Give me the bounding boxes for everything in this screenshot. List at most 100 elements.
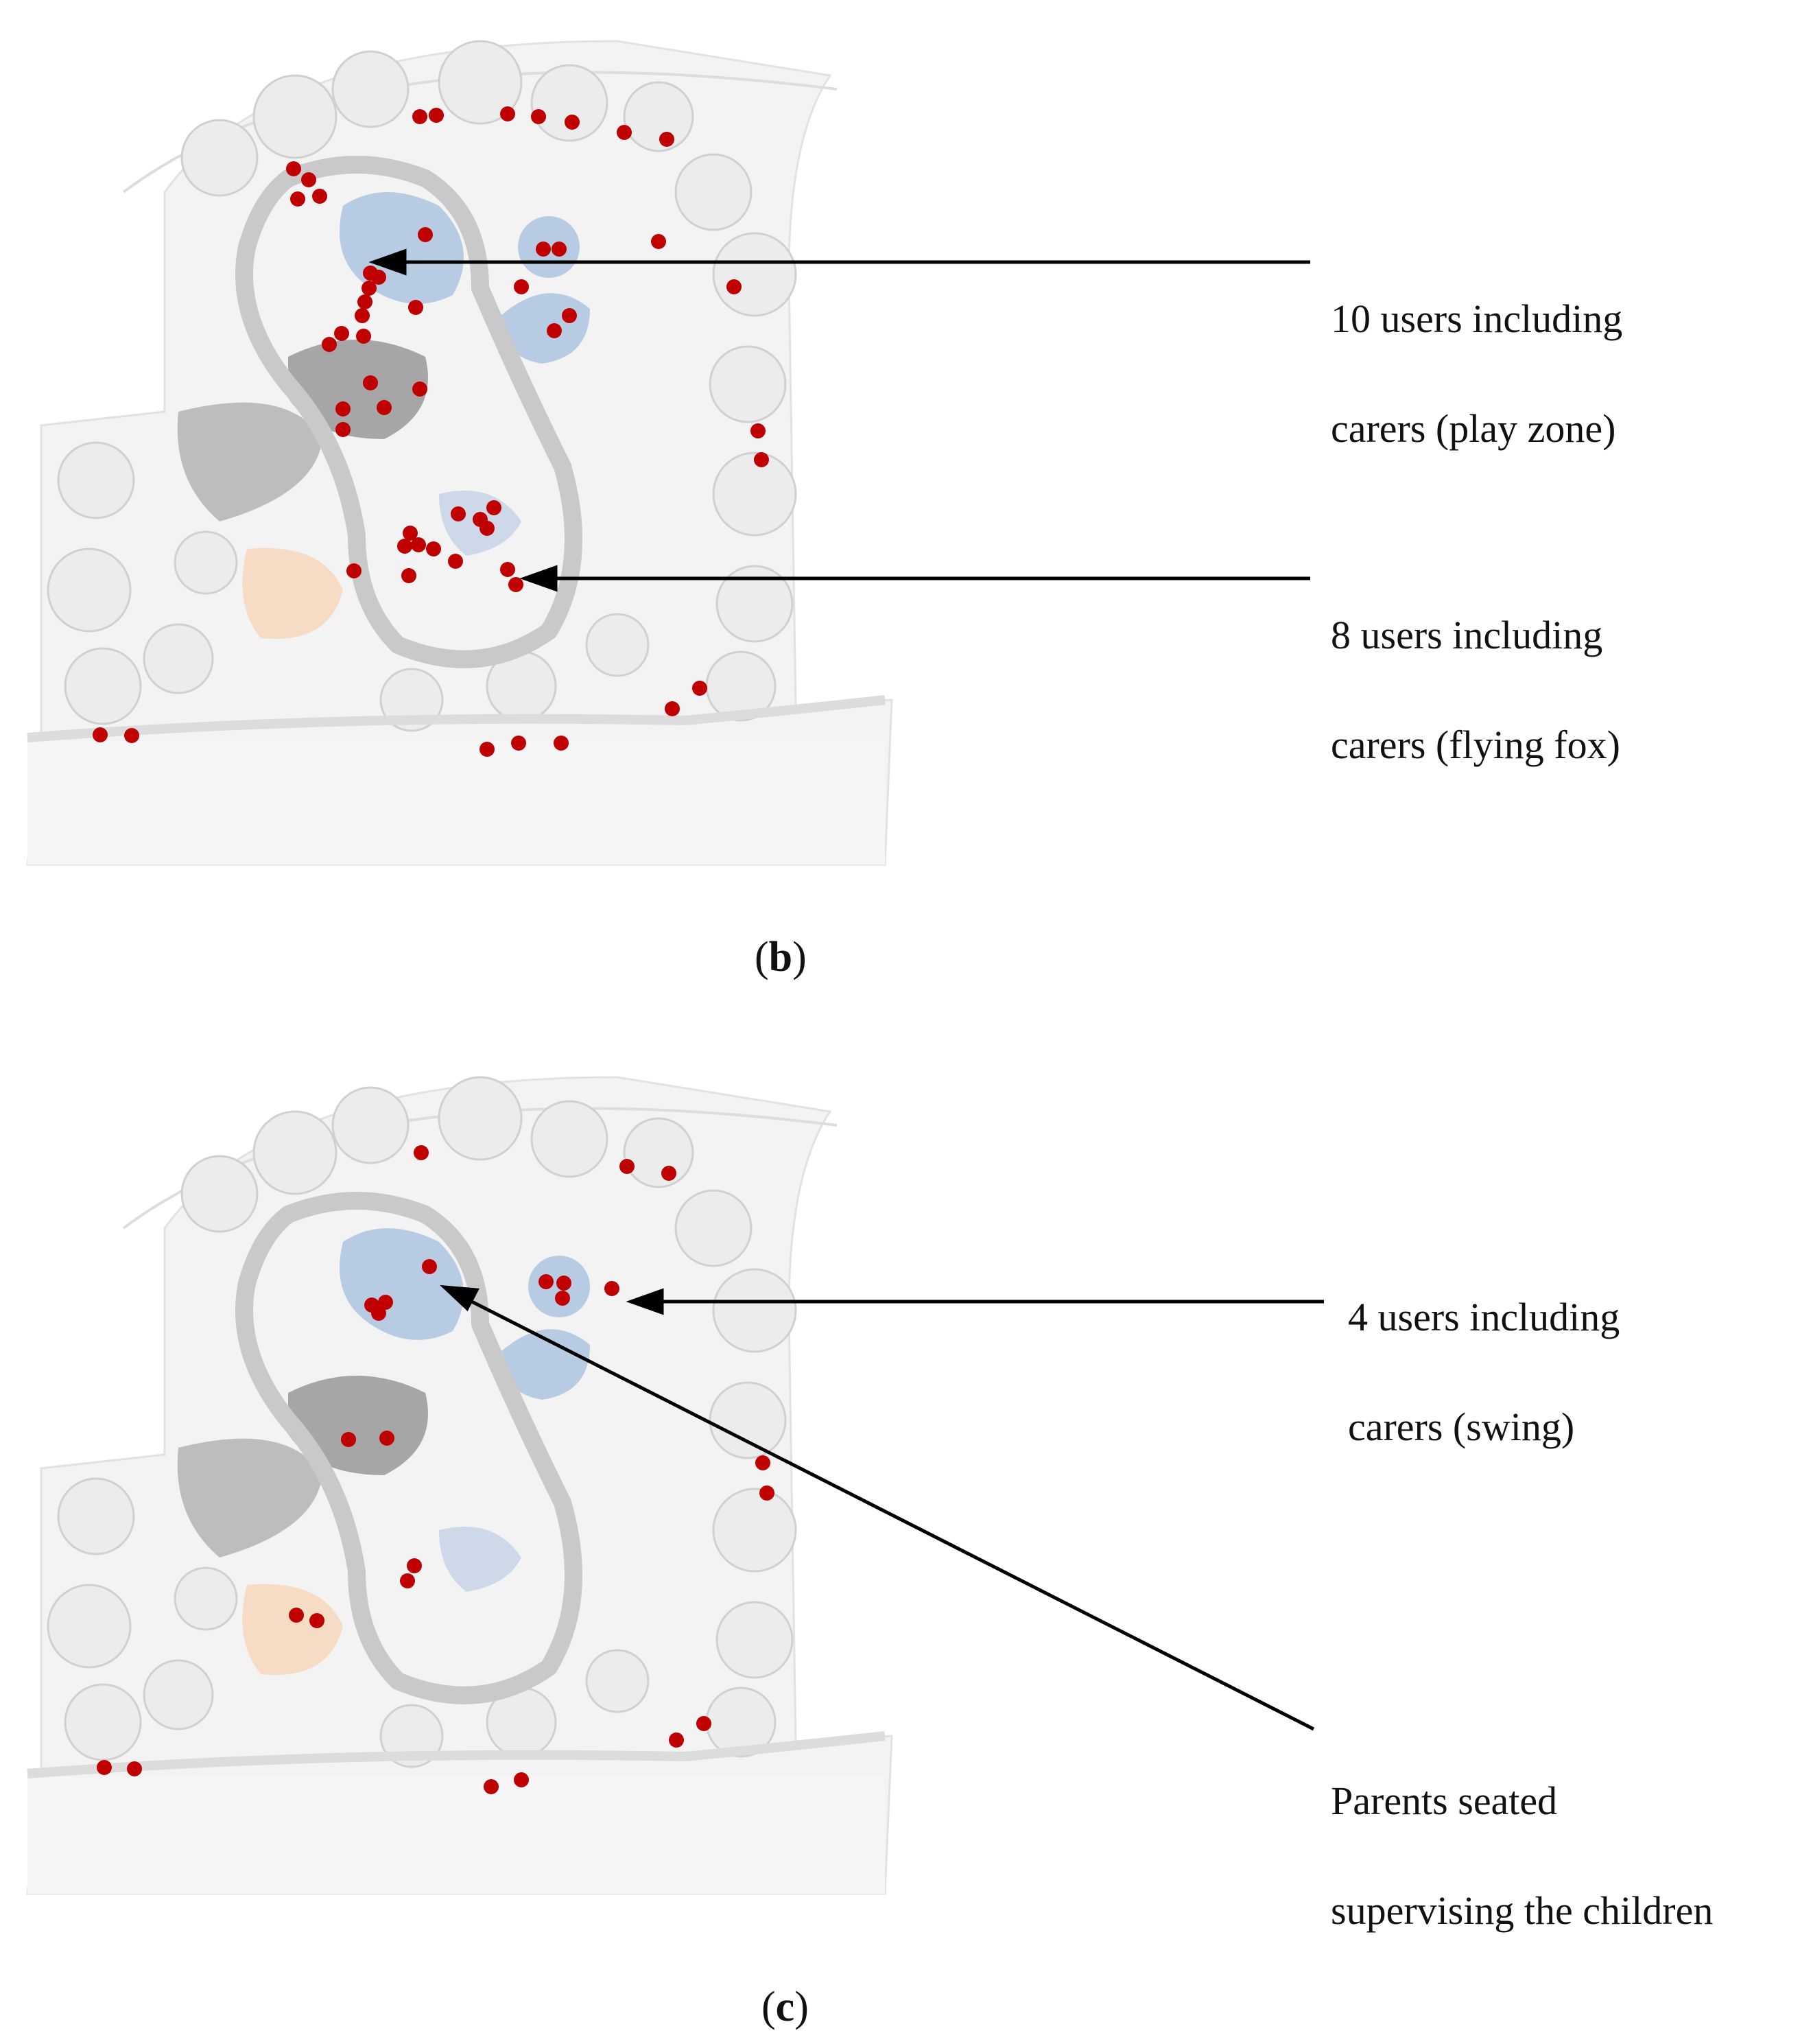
lawn-strip bbox=[27, 741, 885, 865]
caption-b: (b) bbox=[755, 934, 807, 980]
user-marker bbox=[414, 1145, 429, 1160]
user-marker bbox=[617, 125, 632, 140]
user-marker bbox=[371, 1306, 386, 1321]
user-marker bbox=[378, 1295, 393, 1310]
user-marker bbox=[335, 422, 351, 437]
user-marker bbox=[289, 1608, 304, 1623]
user-marker bbox=[400, 1573, 415, 1588]
sand-pit bbox=[242, 1584, 343, 1676]
callout-flying-fox: 8 users including carers (flying fox) bbox=[1331, 553, 1620, 827]
user-marker bbox=[565, 115, 580, 130]
user-marker bbox=[341, 1432, 356, 1447]
user-marker bbox=[500, 562, 515, 577]
user-marker bbox=[651, 234, 666, 249]
arrows-c bbox=[440, 1284, 1324, 1731]
caption-letter: b bbox=[768, 934, 793, 980]
user-marker bbox=[669, 1732, 684, 1748]
user-marker bbox=[377, 400, 392, 415]
park-base-b bbox=[26, 40, 893, 866]
sand-pit bbox=[242, 548, 343, 639]
user-marker bbox=[412, 381, 427, 397]
callout-line: Parents seated bbox=[1331, 1778, 1558, 1823]
user-marker bbox=[451, 506, 466, 521]
arrows-b bbox=[368, 248, 1310, 592]
user-marker bbox=[619, 1159, 635, 1174]
user-marker bbox=[514, 279, 529, 294]
user-marker bbox=[97, 1760, 112, 1775]
user-marker bbox=[363, 375, 378, 390]
caption-letter: c bbox=[775, 1984, 795, 2030]
user-marker bbox=[429, 108, 444, 123]
user-marker bbox=[604, 1281, 619, 1296]
caption-c: (c) bbox=[761, 1984, 809, 2030]
user-marker bbox=[479, 742, 495, 757]
user-marker bbox=[554, 736, 569, 751]
user-marker bbox=[362, 281, 377, 296]
panel-c: 4 users including carers (swing) Parents… bbox=[0, 1029, 1800, 2044]
user-marker bbox=[750, 423, 766, 438]
user-marker bbox=[334, 326, 349, 341]
user-markers-c bbox=[97, 1145, 774, 1794]
callout-line: 8 users including bbox=[1331, 613, 1603, 657]
user-marker bbox=[290, 191, 305, 207]
panel-b: 10 users including carers (play zone) 8 … bbox=[0, 0, 1800, 1015]
user-marker bbox=[401, 568, 416, 583]
user-marker bbox=[547, 323, 562, 338]
user-marker bbox=[371, 270, 386, 285]
user-marker bbox=[448, 554, 463, 569]
arrow-line-parents bbox=[458, 1293, 1315, 1731]
user-marker bbox=[511, 736, 526, 751]
user-marker bbox=[346, 563, 362, 578]
callout-line: carers (swing) bbox=[1348, 1405, 1575, 1449]
user-marker bbox=[397, 539, 412, 554]
user-marker bbox=[500, 106, 515, 121]
callout-line: 10 users including bbox=[1331, 296, 1623, 341]
user-marker bbox=[661, 1166, 676, 1181]
tree-canopies bbox=[47, 40, 797, 732]
user-marker bbox=[479, 521, 495, 536]
user-marker bbox=[124, 728, 139, 743]
user-marker bbox=[755, 1455, 770, 1470]
callout-line: supervising the children bbox=[1331, 1888, 1714, 1933]
callout-swing: 4 users including carers (swing) bbox=[1348, 1235, 1620, 1509]
paved-plaza bbox=[177, 402, 322, 521]
user-marker bbox=[355, 308, 370, 323]
arrowhead-parents bbox=[440, 1284, 479, 1312]
flying-fox-zone bbox=[439, 1527, 521, 1592]
user-marker bbox=[696, 1716, 711, 1731]
user-marker bbox=[538, 1274, 554, 1289]
user-marker bbox=[356, 329, 371, 344]
user-marker bbox=[726, 279, 742, 294]
user-marker bbox=[418, 227, 433, 242]
user-marker bbox=[426, 541, 441, 556]
user-marker bbox=[379, 1431, 394, 1446]
user-marker bbox=[514, 1772, 529, 1787]
user-marker bbox=[403, 526, 418, 541]
park-map-b bbox=[26, 40, 1310, 866]
user-marker bbox=[335, 401, 351, 416]
loop-path bbox=[235, 156, 582, 668]
user-marker bbox=[508, 577, 523, 592]
user-marker bbox=[412, 109, 427, 124]
user-marker bbox=[552, 242, 567, 257]
park-map-c bbox=[26, 1076, 1324, 1895]
user-marker bbox=[286, 161, 301, 176]
user-marker bbox=[754, 452, 769, 467]
user-marker bbox=[556, 1276, 571, 1291]
user-marker bbox=[759, 1485, 774, 1501]
user-marker bbox=[407, 1558, 422, 1573]
user-marker bbox=[486, 500, 501, 515]
paved-plaza bbox=[177, 1438, 322, 1558]
arrowhead-play-zone bbox=[368, 248, 407, 276]
user-marker bbox=[312, 189, 327, 204]
user-marker bbox=[357, 294, 372, 309]
callout-line: 4 users including bbox=[1348, 1295, 1620, 1339]
user-marker bbox=[411, 537, 426, 552]
user-marker bbox=[309, 1613, 324, 1628]
user-marker bbox=[536, 242, 551, 257]
user-marker bbox=[692, 681, 707, 696]
user-marker bbox=[531, 109, 546, 124]
user-marker bbox=[301, 172, 316, 187]
pond bbox=[501, 1329, 590, 1400]
user-marker bbox=[127, 1761, 142, 1776]
